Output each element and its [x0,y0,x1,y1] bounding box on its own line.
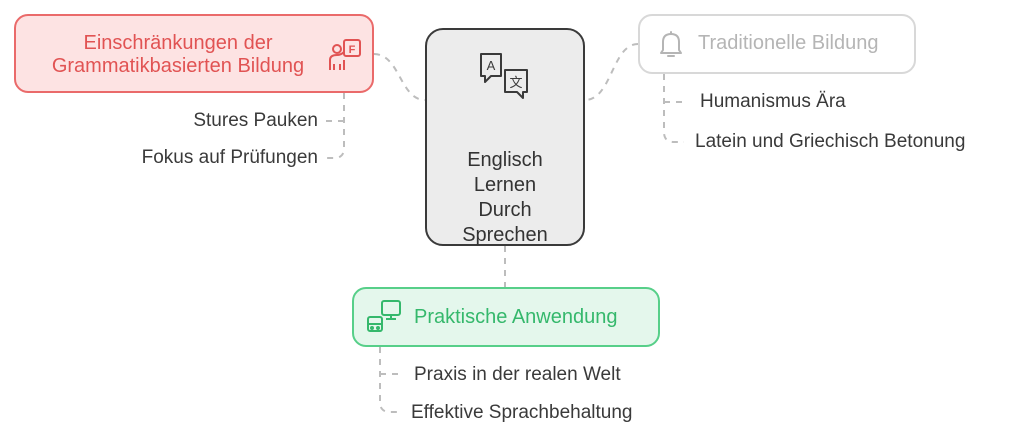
computer-icon [367,300,401,332]
right-topic-title: Traditionelle Bildung [698,32,879,54]
center-label-line: Lernen [473,174,537,196]
center-label-line: Durch [478,199,532,221]
translate-icon: A 文 [480,53,528,99]
left-topic-title: Einschränkungen der Grammatikbasierten B… [26,32,330,78]
right-topic-node: Traditionelle Bildung [638,14,916,74]
left-topic-node: Einschränkungen der Grammatikbasierten B… [14,14,374,93]
connector-left [373,53,426,101]
svg-text:A: A [487,58,496,73]
teacher-board-icon: F [329,39,361,70]
center-label-line: Englisch [467,149,543,171]
connector-bottom-items [379,347,400,413]
bell-icon [660,31,682,57]
left-item-1: Stures Pauken [193,110,318,131]
bottom-item-1: Praxis in der realen Welt [414,364,621,385]
bottom-item-2: Effektive Sprachbehaltung [411,402,633,423]
connector-right [584,43,639,101]
left-topic-title-line: Grammatikbasierten Bildung [51,55,305,77]
connector-left-items [324,93,345,159]
bottom-topic-node: Praktische Anwendung [352,287,660,347]
svg-text:文: 文 [509,76,522,91]
right-item-2: Latein und Griechisch Betonung [695,131,966,152]
right-item-1: Humanismus Ära [700,91,846,112]
svg-text:F: F [349,44,356,56]
left-topic-title-line: Einschränkungen der [83,32,273,54]
center-node: A 文 Englisch Lernen Durch Sprechen [425,28,585,246]
connector-right-items [663,74,684,143]
bottom-topic-title: Praktische Anwendung [414,306,618,328]
left-item-2: Fokus auf Prüfungen [141,147,318,168]
center-label-line: Sprechen [462,224,548,246]
center-label: Englisch Lernen Durch Sprechen [427,148,583,248]
